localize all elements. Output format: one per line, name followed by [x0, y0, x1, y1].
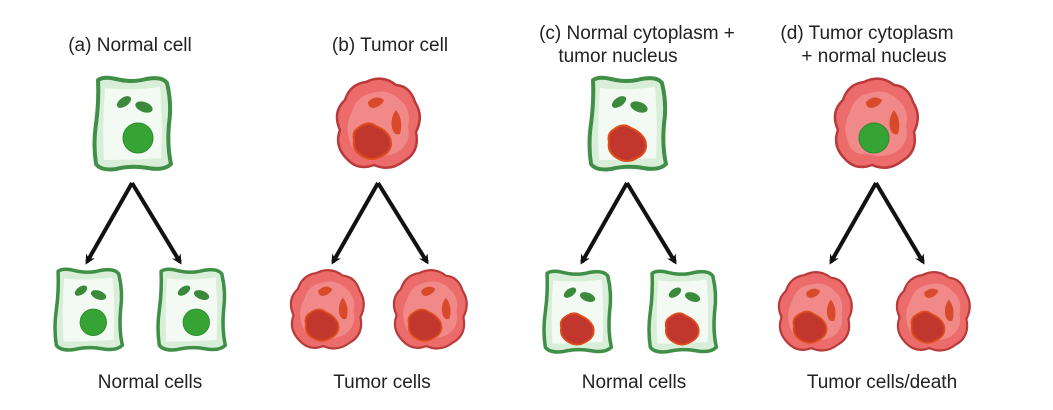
- panel-d: (d) Tumor cytoplasm + normal nucleus Tum…: [777, 23, 971, 393]
- panel-c-offspring-cell-left: [542, 269, 614, 354]
- panel-c-offspring-cell-right: [647, 269, 719, 354]
- panel-d-outcome: Tumor cells/death: [807, 372, 957, 393]
- panel-b-parent-cell: [335, 77, 421, 169]
- panel-b: (b) Tumor cell Tumor cells: [289, 35, 468, 393]
- panel-c-arrow-left: [580, 182, 629, 265]
- panel-a-offspring-cell-right: [156, 267, 228, 352]
- panel-d-offspring-cell-left: [777, 271, 853, 352]
- panel-d-arrow-right: [874, 181, 925, 265]
- panel-a: (a) Normal cell Normal cells: [53, 35, 228, 393]
- panel-c-parent-cell: [587, 75, 668, 172]
- panel-b-offspring-cell-left: [289, 269, 365, 350]
- panel-d-arrow-left: [829, 182, 878, 265]
- panel-c-title-line-1: (c) Normal cytoplasm +: [539, 23, 735, 44]
- panel-b-outcome: Tumor cells: [333, 372, 430, 393]
- panel-d-parent-cell: [833, 77, 919, 169]
- panel-c-title-line-2: tumor nucleus: [558, 46, 677, 67]
- panel-b-arrow-left: [331, 182, 380, 265]
- panel-a-arrow-left: [85, 182, 134, 265]
- panel-b-offspring-cell-right: [392, 269, 468, 350]
- panel-c-arrow-right: [625, 181, 677, 265]
- panel-a-offspring-cell-left: [53, 267, 125, 352]
- panel-a-parent-cell: [92, 75, 173, 172]
- panel-a-title-line-1: (a) Normal cell: [68, 35, 192, 56]
- panel-b-title-line-1: (b) Tumor cell: [332, 35, 448, 56]
- panel-b-arrow-right: [376, 181, 429, 265]
- panel-a-arrow-right: [130, 181, 182, 265]
- panel-c: (c) Normal cytoplasm + tumor nucleus Nor…: [539, 23, 735, 393]
- panel-d-title-line-1: (d) Tumor cytoplasm: [780, 23, 953, 44]
- panel-a-outcome: Normal cells: [98, 372, 203, 393]
- panel-d-offspring-cell-right: [895, 271, 971, 352]
- panel-d-title-line-2: + normal nucleus: [801, 46, 946, 67]
- panel-c-outcome: Normal cells: [582, 372, 687, 393]
